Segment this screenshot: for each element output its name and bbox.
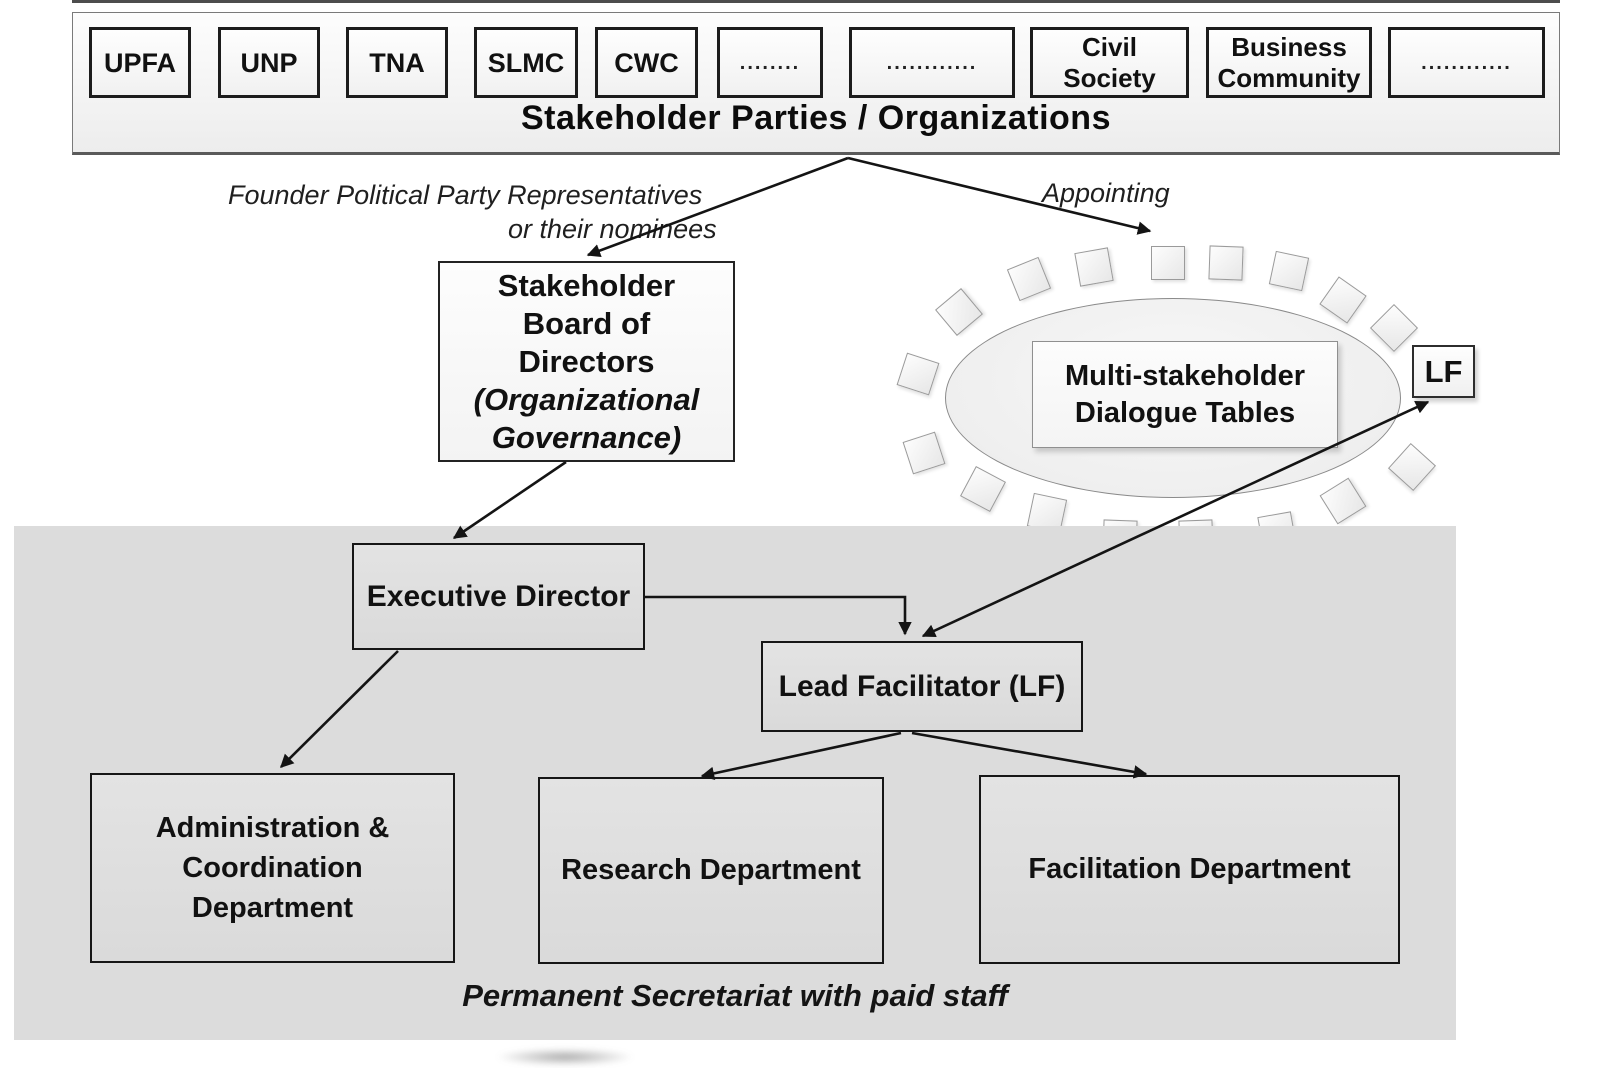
chair-icon [1268,250,1310,292]
chair-icon [1319,477,1367,525]
department-label-line: Department [191,892,354,924]
stakeholder-parties-container: UPFA UNP TNA SLMC CWC ........ .........… [72,12,1560,155]
party-box-slmc: SLMC [474,27,578,98]
dialogue-label-line: Dialogue Tables [1074,396,1296,429]
board-line: Stakeholder [497,267,676,303]
department-label: Research Department [561,854,861,886]
board-line: Board of [522,305,651,341]
executive-director-label: Executive Director [366,579,631,613]
board-line-italic: (Organizational [473,381,700,417]
dialogue-label-line: Multi-stakeholder [1064,359,1306,392]
party-box-ellipsis-1: ........ [717,27,823,98]
ellipsis-dots: ............ [886,51,978,74]
multi-stakeholder-dialogue-tables-box: Multi-stakeholder Dialogue Tables [1032,341,1338,448]
lead-facilitator-label: Lead Facilitator (LF) [778,669,1066,703]
cropped-bottom-artifact [495,1048,635,1066]
board-line: Directors [518,343,655,379]
party-label: Civil Society [1063,31,1156,93]
lf-badge-box: LF [1412,345,1475,398]
ellipsis-dots: ............ [1421,51,1512,74]
research-department-box: Research Department [538,777,884,964]
chair-icon [1151,246,1185,280]
ellipsis-dots: ........ [739,51,801,74]
chair-icon [960,466,1006,512]
party-box-cwc: CWC [595,27,698,98]
founder-annotation-line1: Founder Political Party Representatives [228,180,703,210]
party-box-ellipsis-2: ............ [849,27,1015,98]
party-box-business-community: Business Community [1206,27,1372,98]
party-box-upfa: UPFA [89,27,191,98]
chair-icon [935,288,983,336]
lead-facilitator-box: Lead Facilitator (LF) [761,641,1083,732]
chair-icon [1006,256,1052,302]
party-box-ellipsis-3: ............ [1388,27,1545,98]
party-label: UPFA [103,47,176,78]
board-line-italic: Governance) [491,419,682,455]
chair-icon [896,352,940,396]
party-label: TNA [369,47,425,78]
party-box-unp: UNP [218,27,320,98]
stakeholder-board-box: Stakeholder Board of Directors (Organiza… [438,261,735,462]
stakeholder-parties-title: Stakeholder Parties / Organizations [520,99,1111,137]
secretariat-panel: Executive Director Lead Facilitator (LF)… [14,526,1456,1040]
cropped-top-box-edge [72,0,1560,3]
party-label: Business Community [1217,31,1361,93]
facilitation-department-box: Facilitation Department [979,775,1400,964]
appointing-annotation: Appointing [1042,178,1170,208]
administration-coordination-department-box: Administration & Coordination Department [90,773,455,963]
chair-icon [1074,247,1114,287]
party-label: CWC [614,47,679,78]
party-label: UNP [240,47,298,78]
executive-director-box: Executive Director [352,543,645,650]
party-label: SLMC [487,47,565,78]
chair-icon [1319,276,1367,324]
secretariat-caption: Permanent Secretariat with paid staff [462,978,1008,1013]
chair-icon [1369,303,1419,353]
party-box-tna: TNA [346,27,448,98]
department-label-line: Administration & [155,812,390,844]
lf-badge-label: LF [1424,353,1463,389]
department-label-line: Coordination [182,852,363,884]
chair-icon [1387,442,1437,492]
chair-icon [1208,245,1244,281]
party-box-civil-society: Civil Society [1030,27,1189,98]
chair-icon [902,431,946,475]
founder-annotation-line2: or their nominees [508,214,717,244]
department-label: Facilitation Department [1028,853,1351,885]
